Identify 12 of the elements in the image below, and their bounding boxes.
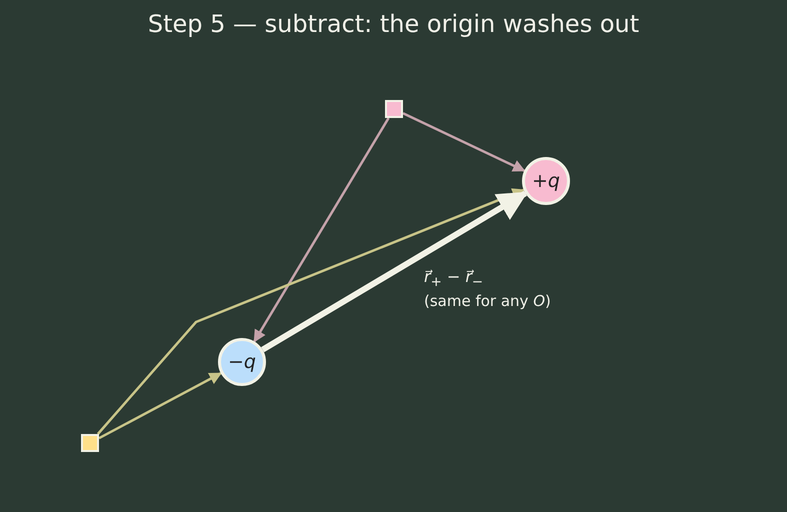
origin-square	[385, 100, 403, 118]
arrow	[402, 112, 526, 172]
arrow	[253, 117, 390, 342]
arrow	[98, 372, 222, 440]
charge-circle: +q	[522, 157, 570, 205]
origin-square	[81, 434, 99, 452]
arrow	[96, 188, 525, 435]
note-text: (same for any O)	[424, 292, 551, 310]
edge-label: r⃗$_{+}$ − r⃗$_{−}$	[424, 268, 484, 292]
arrow	[261, 190, 528, 352]
charge-circle: −q	[218, 338, 266, 386]
title: Step 5 — subtract: the origin washes out	[146, 10, 640, 38]
